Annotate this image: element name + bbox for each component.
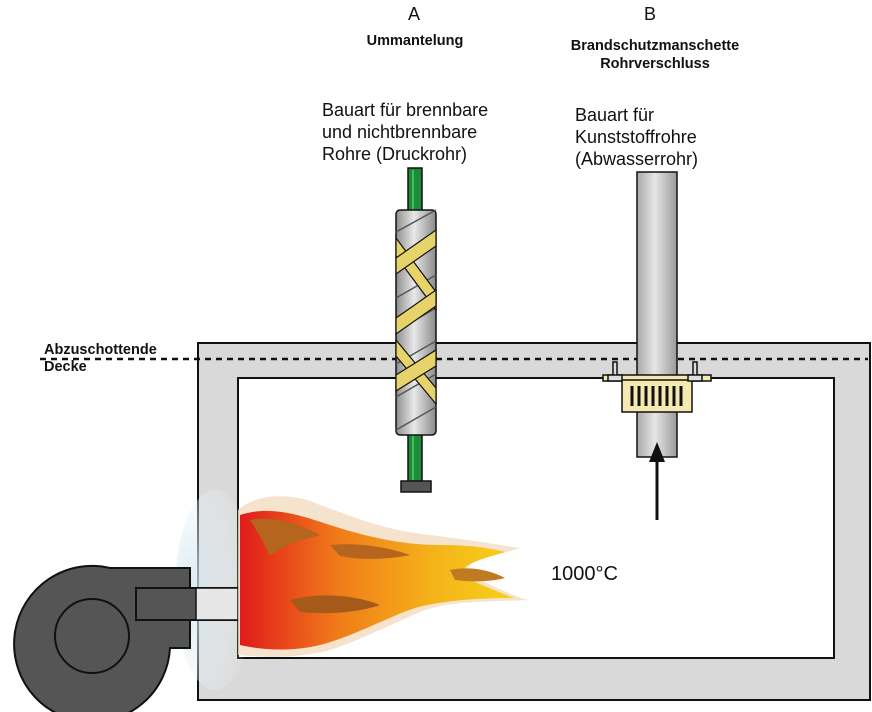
column-b-title: Brandschutzmanschette Rohrverschluss — [570, 38, 740, 72]
column-a-title: Ummantelung — [366, 33, 464, 49]
heat-direction-arrow — [649, 442, 665, 520]
flame — [238, 496, 528, 657]
column-a-letter: A — [407, 4, 420, 24]
column-a-description: Bauart für brennbare und nichtbrennbare … — [322, 100, 489, 164]
mounting-bolts — [607, 361, 703, 382]
pipe-b-plastic-pipe — [636, 171, 678, 458]
blower — [13, 564, 239, 712]
fire-collar — [602, 361, 712, 413]
column-b-description: Bauart für Kunststoffrohre (Abwasserrohr… — [575, 105, 699, 169]
temperature-label: 1000°C — [551, 563, 618, 585]
column-b-letter: B — [643, 4, 656, 24]
ceiling-label: Abzuschottende Decke — [44, 342, 157, 375]
pipe-a-wrapping — [395, 209, 437, 436]
